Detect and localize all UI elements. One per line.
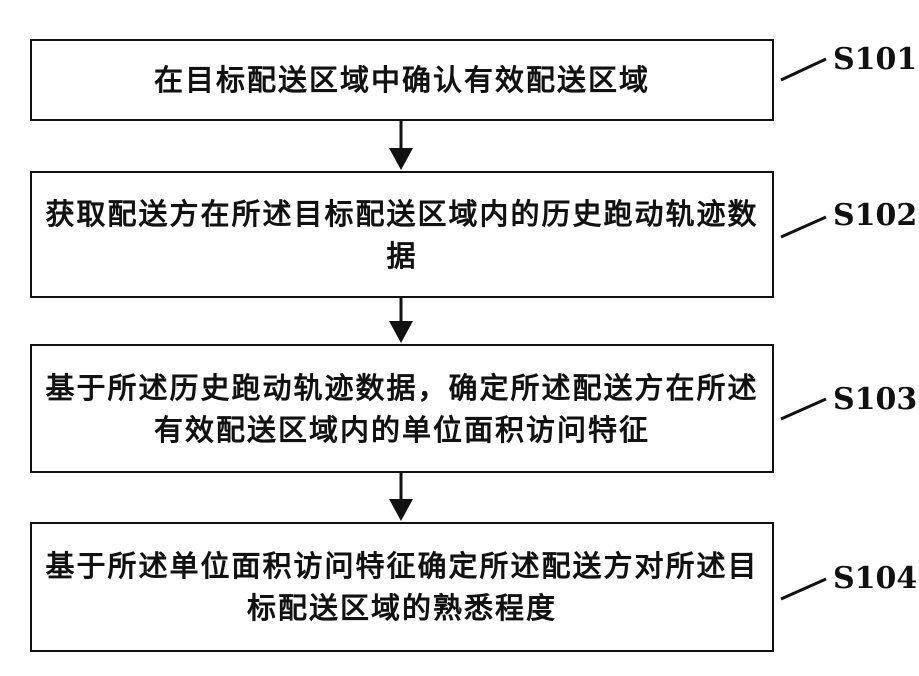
step-box-s103: 基于所述历史跑动轨迹数据，确定所述配送方在所述有效配送区域内的单位面积访问特征 [30,344,774,473]
leader-line-s104 [781,579,826,599]
step-box-s102: 获取配送方在所述目标配送区域内的历史跑动轨迹数据 [30,171,774,298]
step-label-s104: S104 [833,562,917,596]
step-label-s102: S102 [833,199,917,233]
step-text-s104: 基于所述单位面积访问特征确定所述配送方对所述目标配送区域的熟悉程度 [32,545,772,629]
step-box-s101: 在目标配送区域中确认有效配送区域 [30,39,774,121]
flow-arrow-2 [389,298,413,343]
leader-line-s101 [781,59,826,80]
flow-arrow-1 [389,121,413,170]
leader-line-s102 [781,217,826,237]
step-text-s103: 基于所述历史跑动轨迹数据，确定所述配送方在所述有效配送区域内的单位面积访问特征 [32,367,772,451]
flow-arrow-3 [389,473,413,521]
leader-line-s103 [781,399,826,419]
step-text-s102: 获取配送方在所述目标配送区域内的历史跑动轨迹数据 [32,193,772,277]
step-box-s104: 基于所述单位面积访问特征确定所述配送方对所述目标配送区域的熟悉程度 [30,522,774,652]
step-label-s103: S103 [833,383,917,417]
step-label-s101: S101 [833,43,917,77]
step-text-s101: 在目标配送区域中确认有效配送区域 [142,59,662,101]
